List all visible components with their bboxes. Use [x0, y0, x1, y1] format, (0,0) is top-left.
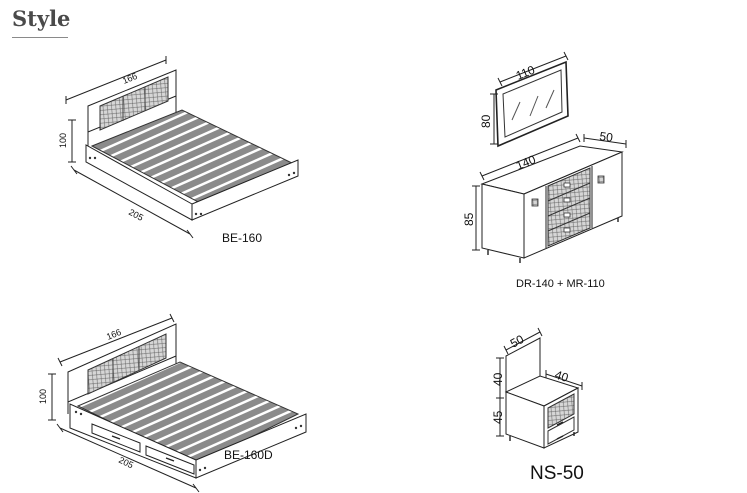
nightstand-upper-height-label: 40	[491, 372, 505, 386]
bed-1-height-label: 100	[58, 133, 68, 148]
nightstand-lower-height-label: 45	[491, 410, 505, 424]
bed-2-width-dim	[59, 317, 173, 363]
bed-2-cushion	[87, 333, 167, 395]
heading-underline	[12, 37, 68, 38]
dresser-height-label: 85	[462, 212, 476, 226]
dresser-front	[481, 183, 525, 259]
bed-be-160-drawing	[65, 56, 299, 239]
bed-2-code-label: BE-160D	[224, 448, 273, 462]
dresser-depth-dim	[583, 137, 627, 145]
bed-1-length-label: 205	[127, 207, 145, 223]
nightstand-width-label: 50	[508, 332, 527, 351]
dresser-code-label: DR-140 + MR-110	[516, 278, 605, 290]
dresser-depth-label: 50	[599, 129, 614, 145]
bed-2-width-label: 166	[105, 327, 123, 342]
bed-1-code-label: BE-160	[222, 231, 262, 245]
dresser-width-dim	[481, 137, 579, 177]
nightstand-code-label: NS-50	[530, 463, 584, 484]
bed-1-width-label: 166	[121, 71, 139, 86]
nightstand-width-dim	[505, 331, 541, 351]
bed-2-height-label: 100	[38, 389, 48, 404]
nightstand-drawing	[496, 327, 583, 449]
mirror-height-label: 80	[479, 114, 493, 128]
bed-be-160d-drawing	[48, 313, 307, 493]
page-heading: Style	[12, 6, 71, 31]
bed-1-length-dim	[73, 169, 191, 235]
bed-1-cushion	[99, 76, 169, 131]
mirror-width-dim	[499, 55, 567, 83]
bed-1-width-dim	[65, 59, 167, 101]
dresser-mirror-drawing	[472, 51, 627, 263]
bed-2-length-dim	[59, 427, 197, 489]
nightstand-depth-dim	[545, 373, 583, 387]
nightstand-depth-label: 40	[553, 368, 570, 386]
mirror-width-label: 110	[514, 63, 537, 83]
bed-2-length-label: 205	[117, 455, 135, 471]
